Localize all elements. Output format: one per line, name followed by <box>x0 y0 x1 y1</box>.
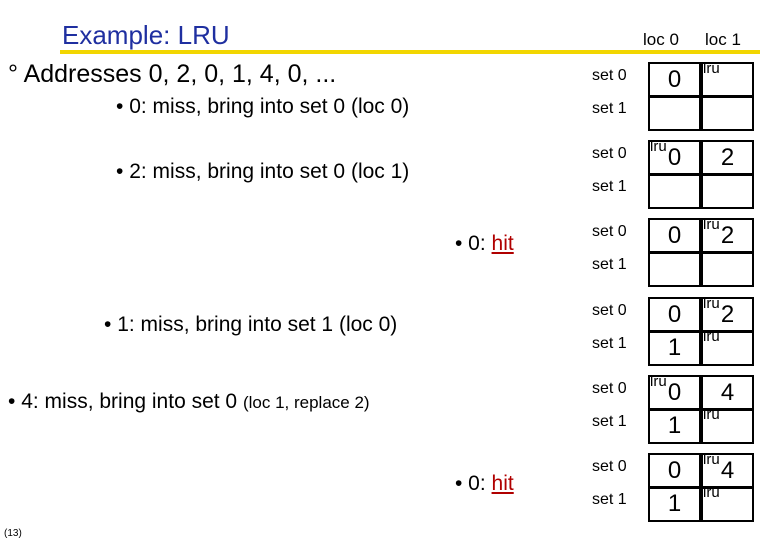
state-3-set1-loc1-cell <box>701 251 754 287</box>
state-4-set1-lru-marker: lru <box>703 328 720 345</box>
state-1-set1-loc1-cell <box>701 95 754 131</box>
state-6-set1-lru-marker: lru <box>703 484 720 501</box>
state-2-set0-loc0-cell: 0 <box>648 140 701 176</box>
state-5-set1-loc0-cell: 1 <box>648 408 701 444</box>
state-5-set0-label: set 0 <box>592 380 627 397</box>
state-1-set1-loc0-cell <box>648 95 701 131</box>
step-2: • 2: miss, bring into set 0 (loc 1) <box>116 160 409 184</box>
title-divider <box>60 50 760 54</box>
state-5-set0-loc0-cell: 0 <box>648 375 701 411</box>
state-2-set1-loc0-cell <box>648 173 701 209</box>
state-3-set0-loc1-value: 2 <box>720 222 735 249</box>
state-1-set0-lru-marker: lru <box>703 60 720 77</box>
state-5-set1-lru-marker: lru <box>703 406 720 423</box>
step-3: • 0: hit <box>455 232 514 256</box>
state-5-set0-loc1-value: 4 <box>720 379 735 406</box>
state-1-set0-loc1-cell <box>701 62 754 98</box>
state-4-set0-loc1-value: 2 <box>720 301 735 328</box>
state-3-set1-loc0-cell <box>648 251 701 287</box>
state-3-set0-loc0-value: 0 <box>667 222 682 249</box>
slide-title: Example: LRU <box>62 20 230 50</box>
state-5-set1-loc0-value: 1 <box>667 412 682 439</box>
state-6-set0-loc1-cell: 4 <box>701 453 754 489</box>
state-2-set0-label: set 0 <box>592 145 627 162</box>
state-4-set1-loc0-value: 1 <box>667 334 682 361</box>
step-4: • 1: miss, bring into set 1 (loc 0) <box>104 313 397 337</box>
step-5-note: (loc 1, replace 2) <box>242 393 370 412</box>
state-1-set0-loc0-value: 0 <box>667 66 682 93</box>
state-6-set0-label: set 0 <box>592 458 627 475</box>
state-3-set0-lru-marker: lru <box>703 216 720 233</box>
step-2-text: 2: miss, bring into set 0 (loc 1) <box>129 160 410 183</box>
step-3-hit-link[interactable]: hit <box>491 232 514 255</box>
step-4-text: 1: miss, bring into set 1 (loc 0) <box>117 313 398 336</box>
state-2-set0-loc0-value: 0 <box>667 144 682 171</box>
state-2-set1-label: set 1 <box>592 178 627 195</box>
step-5: • 4: miss, bring into set 0 (loc 1, repl… <box>8 390 370 414</box>
state-4-set0-loc0-cell: 0 <box>648 297 701 333</box>
state-6-set0-loc0-cell: 0 <box>648 453 701 489</box>
state-5-set0-loc0-value: 0 <box>667 379 682 406</box>
state-5-set1-loc1-cell <box>701 408 754 444</box>
state-3-set0-label: set 0 <box>592 223 627 240</box>
slide-number: (13) <box>4 528 22 539</box>
state-3-set0-loc0-cell: 0 <box>648 218 701 254</box>
step-6: • 0: hit <box>455 472 514 496</box>
step-5-text: 4: miss, bring into set 0 <box>21 390 243 413</box>
state-4-set1-loc1-cell <box>701 330 754 366</box>
step-1: • 0: miss, bring into set 0 (loc 0) <box>116 95 409 119</box>
state-2-set1-loc1-cell <box>701 173 754 209</box>
state-1-set0-loc0-cell: 0 <box>648 62 701 98</box>
step-6-bullet: • 0: <box>455 472 492 495</box>
address-sequence: ° Addresses 0, 2, 0, 1, 4, 0, ... <box>8 60 337 88</box>
state-2-set0-loc1-cell: 2 <box>701 140 754 176</box>
state-5-set1-label: set 1 <box>592 413 627 430</box>
state-3-set1-label: set 1 <box>592 256 627 273</box>
state-1-set0-label: set 0 <box>592 67 627 84</box>
step-2-bullet: • <box>116 160 130 183</box>
state-6-set0-loc0-value: 0 <box>667 457 682 484</box>
state-4-set0-lru-marker: lru <box>703 295 720 312</box>
state-5-set0-lru-marker: lru <box>650 373 667 390</box>
state-4-set0-label: set 0 <box>592 302 627 319</box>
state-4-set0-loc1-cell: 2 <box>701 297 754 333</box>
state-6-set1-loc0-cell: 1 <box>648 486 701 522</box>
state-6-set0-lru-marker: lru <box>703 451 720 468</box>
state-4-set1-label: set 1 <box>592 335 627 352</box>
state-4-set0-loc0-value: 0 <box>667 301 682 328</box>
step-6-hit-link[interactable]: hit <box>491 472 514 495</box>
step-5-bullet: • <box>8 390 22 413</box>
state-1-set1-label: set 1 <box>592 100 627 117</box>
state-3-set0-loc1-cell: 2 <box>701 218 754 254</box>
step-1-text: 0: miss, bring into set 0 (loc 0) <box>129 95 410 118</box>
state-2-set0-loc1-value: 2 <box>720 144 735 171</box>
state-2-set0-lru-marker: lru <box>650 138 667 155</box>
state-5-set0-loc1-cell: 4 <box>701 375 754 411</box>
header-loc-0: loc 0 <box>643 30 679 49</box>
step-4-bullet: • <box>104 313 118 336</box>
state-6-set1-label: set 1 <box>592 491 627 508</box>
state-6-set1-loc1-cell <box>701 486 754 522</box>
header-loc-1: loc 1 <box>705 30 741 49</box>
step-1-bullet: • <box>116 95 130 118</box>
state-6-set1-loc0-value: 1 <box>667 490 682 517</box>
state-4-set1-loc0-cell: 1 <box>648 330 701 366</box>
step-3-bullet: • 0: <box>455 232 492 255</box>
state-6-set0-loc1-value: 4 <box>720 457 735 484</box>
